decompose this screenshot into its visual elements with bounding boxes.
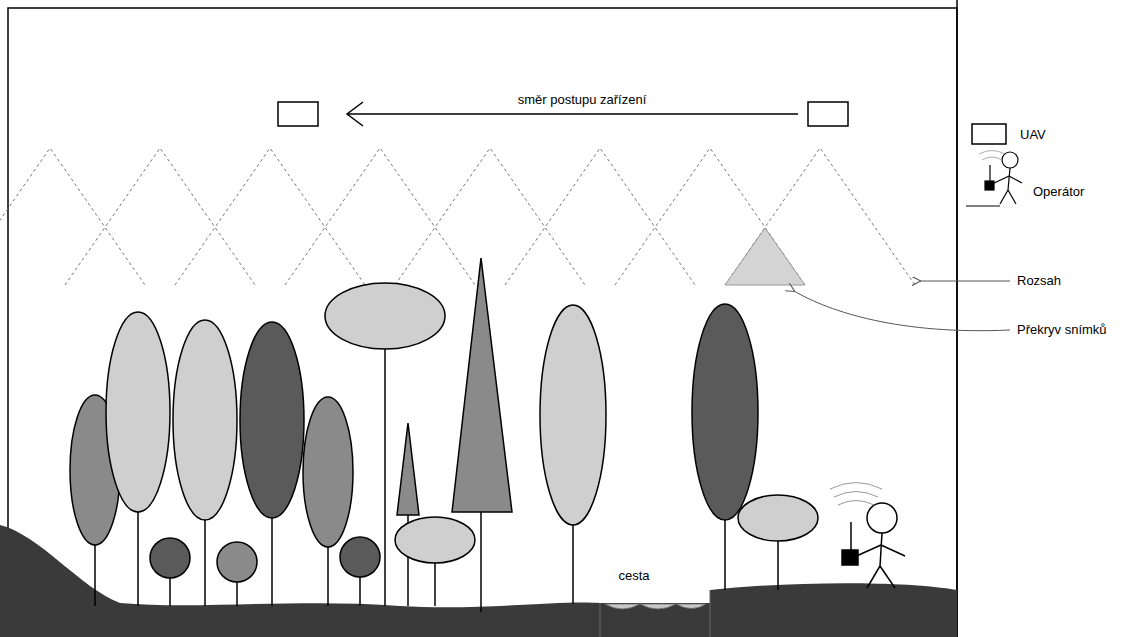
- frame: [8, 0, 957, 637]
- frame: [8, 8, 957, 637]
- uav-drone: [278, 102, 318, 126]
- legend-operator-symbol: [1009, 176, 1022, 183]
- label: Překryv snímků: [1017, 322, 1107, 338]
- tree-crown: [340, 537, 380, 577]
- tree-crown: [173, 320, 237, 520]
- legend-operator-symbol: [966, 151, 1022, 207]
- legend-operator-symbol: [982, 157, 1002, 160]
- tree-crown: [738, 495, 818, 541]
- legend-operator-symbol: [966, 206, 1000, 207]
- legend-operator-symbol: [979, 151, 1005, 155]
- tree-trunk: [384, 348, 386, 606]
- camera-range: [175, 148, 365, 285]
- frame: [956, 0, 958, 637]
- tree-trunk: [327, 545, 329, 606]
- camera-range: [0, 148, 145, 285]
- tree-trunk: [777, 540, 779, 590]
- camera-range: [285, 148, 475, 285]
- tree-trunk: [724, 518, 726, 590]
- tree-trunk: [480, 512, 482, 612]
- operator-figure: [880, 533, 882, 566]
- tree-crown: [325, 283, 445, 349]
- tree-crown: [217, 542, 257, 582]
- legend-operator-symbol: [1008, 168, 1010, 190]
- tree-crown: [692, 304, 758, 520]
- tree-crown: [303, 397, 353, 547]
- tree-trunk: [94, 540, 96, 606]
- legend-operator-symbol: [985, 181, 994, 190]
- label: Rozsah: [1017, 273, 1061, 289]
- legend-operator-symbol: [1000, 190, 1008, 204]
- legend-operator-symbol: [989, 165, 990, 181]
- operator-figure: [842, 550, 858, 565]
- operator-figure: [880, 566, 895, 588]
- camera-range: [505, 148, 695, 285]
- tree-trunk: [434, 562, 436, 606]
- tree-crown: [106, 312, 170, 512]
- camera-range: [65, 148, 255, 285]
- image-overlap: [725, 228, 805, 285]
- tree-crown: [150, 538, 190, 578]
- tree-crown: [395, 517, 475, 563]
- camera-range: [615, 148, 805, 285]
- tree-trunk: [137, 510, 139, 606]
- tree-trunk: [169, 578, 171, 606]
- tree-crown: [70, 258, 818, 582]
- tree-trunk: [204, 518, 206, 606]
- direction-arrow: [347, 113, 798, 115]
- operator-figure: [867, 503, 897, 533]
- legend-uav-symbol: [972, 124, 1006, 144]
- operator-figure: [834, 492, 878, 498]
- tree-crown: [452, 258, 512, 512]
- label: cesta: [616, 568, 651, 584]
- camera-range: [725, 148, 915, 285]
- uav-drone: [808, 102, 848, 126]
- ground: [605, 604, 706, 609]
- camera-range: [395, 148, 585, 285]
- ground: [0, 525, 957, 637]
- tree-trunk: [236, 582, 238, 606]
- operator-figure: [830, 483, 882, 490]
- legend-operator-symbol: [1002, 152, 1018, 168]
- tree-trunk: [271, 516, 273, 606]
- legend-text: UAV: [1020, 127, 1046, 143]
- label: směr postupu zařízení: [516, 92, 649, 108]
- legend-operator-symbol: [1008, 190, 1016, 204]
- leader-line: [794, 291, 1010, 331]
- leader-line: [794, 281, 1010, 331]
- ground: [710, 590, 711, 637]
- tree-trunk: [572, 524, 574, 604]
- tree-crown: [540, 305, 606, 525]
- ground: [600, 603, 601, 637]
- direction-arrow: [347, 102, 363, 126]
- camera-range: [0, 148, 915, 285]
- leader-line: [920, 281, 1010, 282]
- operator-figure: [867, 566, 880, 588]
- operator-figure: [850, 522, 852, 550]
- operator-figure: [830, 483, 905, 589]
- tree-crown: [240, 322, 304, 518]
- operator-figure: [838, 501, 874, 506]
- ground: [0, 525, 957, 637]
- legend-uav-symbol: [972, 124, 1006, 144]
- tree-crown: [397, 423, 419, 515]
- operator-figure: [881, 545, 905, 556]
- tree-trunk: [359, 577, 361, 606]
- legend-text: Operátor: [1033, 184, 1084, 200]
